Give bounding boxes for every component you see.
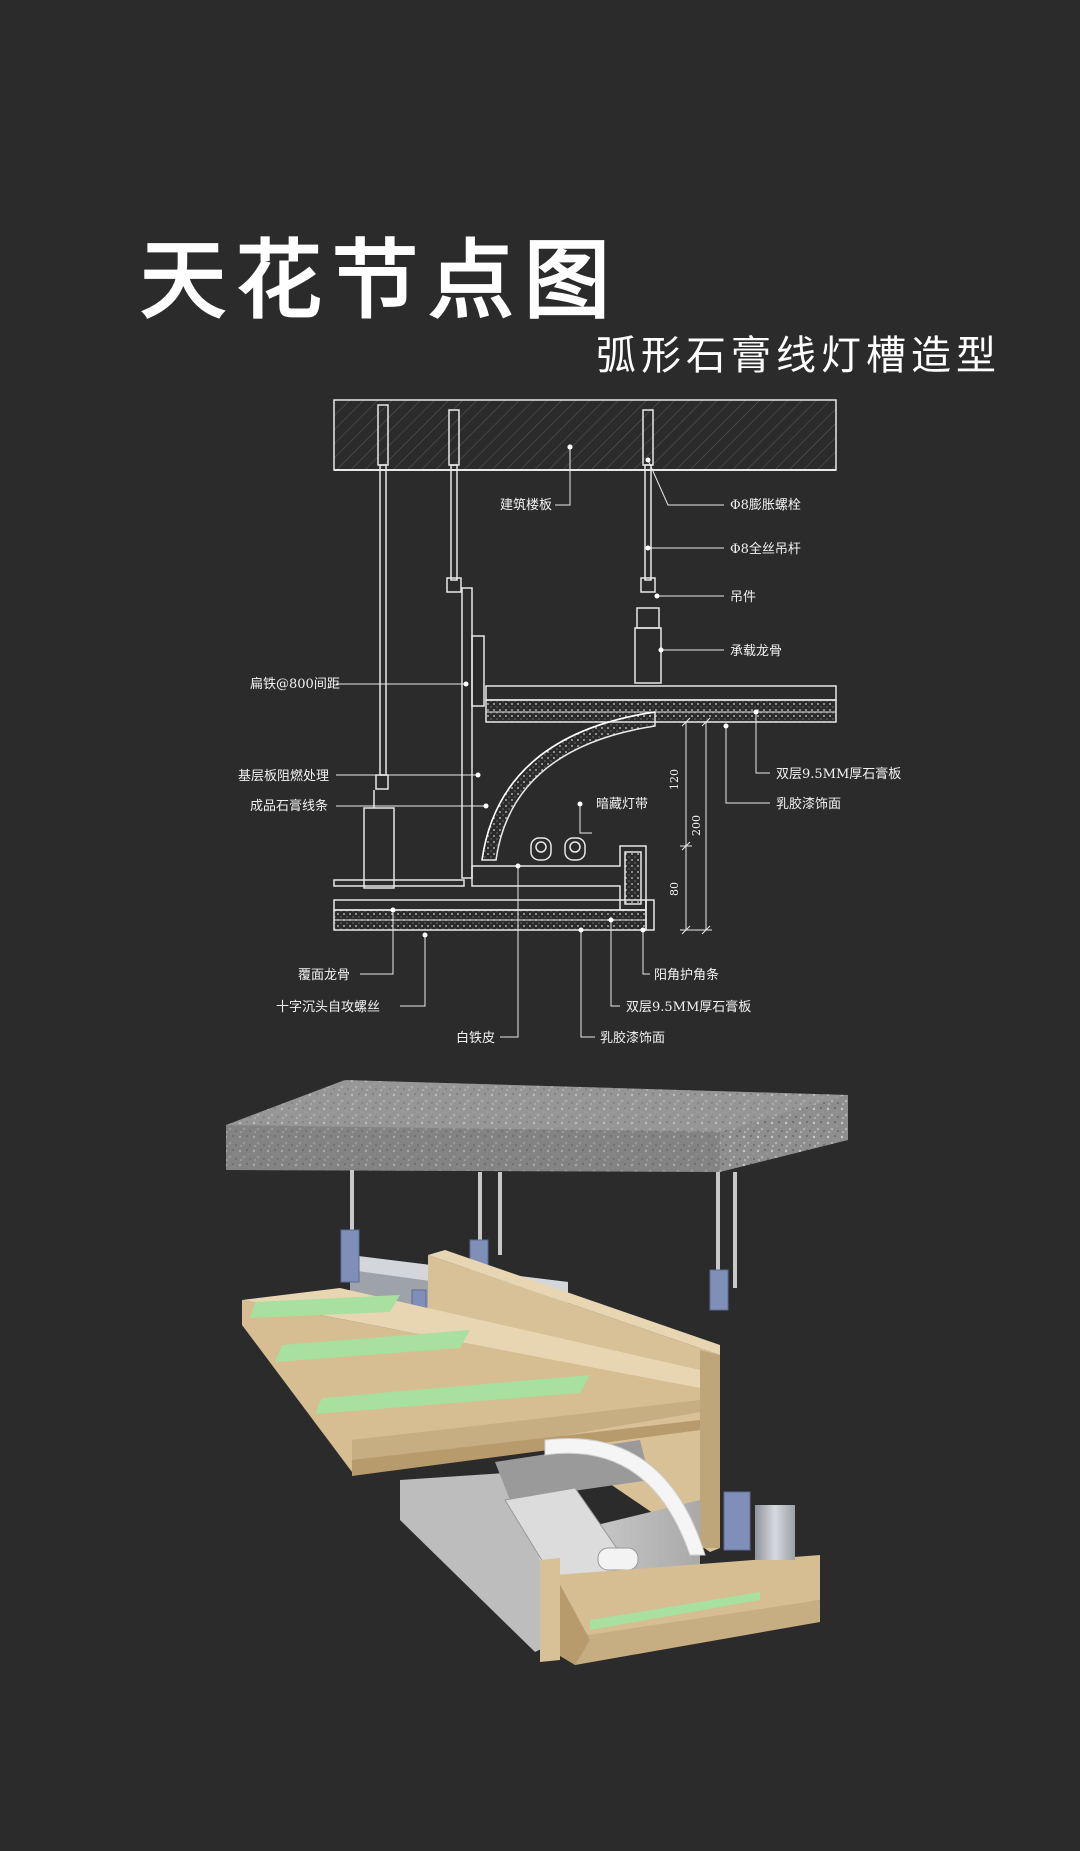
isometric-illustration [226,1080,848,1665]
page-subtitle: 弧形石膏线灯槽造型 [596,333,1001,379]
page-title: 天花节点图 [140,231,620,331]
label-threaded-rod: Φ8全丝吊杆 [730,541,801,557]
label-latex-paint-bottom: 乳胶漆饰面 [600,1030,665,1046]
label-latex-paint-top: 乳胶漆饰面 [776,796,841,812]
label-hanger: 吊件 [730,590,756,605]
label-main-keel: 承载龙骨 [730,644,782,659]
label-expansion-bolt: Φ8膨胀螺栓 [730,498,801,513]
label-screw: 十字沉头自攻螺丝 [276,1000,380,1015]
label-cover-keel: 覆面龙骨 [298,968,350,983]
curved-gypsum-molding [481,711,656,861]
upper-ceiling-boards [485,685,837,723]
vertical-base-board [461,587,485,879]
dimension-lines [680,717,712,935]
label-hidden-light: 暗藏灯带 [596,797,648,812]
dim-80: 80 [668,882,681,896]
label-building-slab: 建筑楼板 [500,497,552,513]
leader-lines [336,447,770,1038]
label-gypsum-molding: 成品石膏线条 [250,798,328,814]
label-base-board: 基层板阻燃处理 [238,768,329,784]
dim-120: 120 [668,769,681,790]
dim-200: 200 [690,815,703,836]
label-corner-guard: 阳角护角条 [654,967,719,983]
building-slab [333,399,837,471]
label-flat-iron: 扁铁@800间距 [250,677,340,692]
lower-ceiling-boards [333,899,655,931]
label-white-iron: 白铁皮 [456,1030,495,1046]
main-keel [363,607,662,889]
label-double-gypsum-top: 双层9.5MM厚石膏板 [776,766,901,782]
hidden-light-strips [530,837,586,861]
label-double-gypsum-bottom: 双层9.5MM厚石膏板 [626,999,751,1015]
